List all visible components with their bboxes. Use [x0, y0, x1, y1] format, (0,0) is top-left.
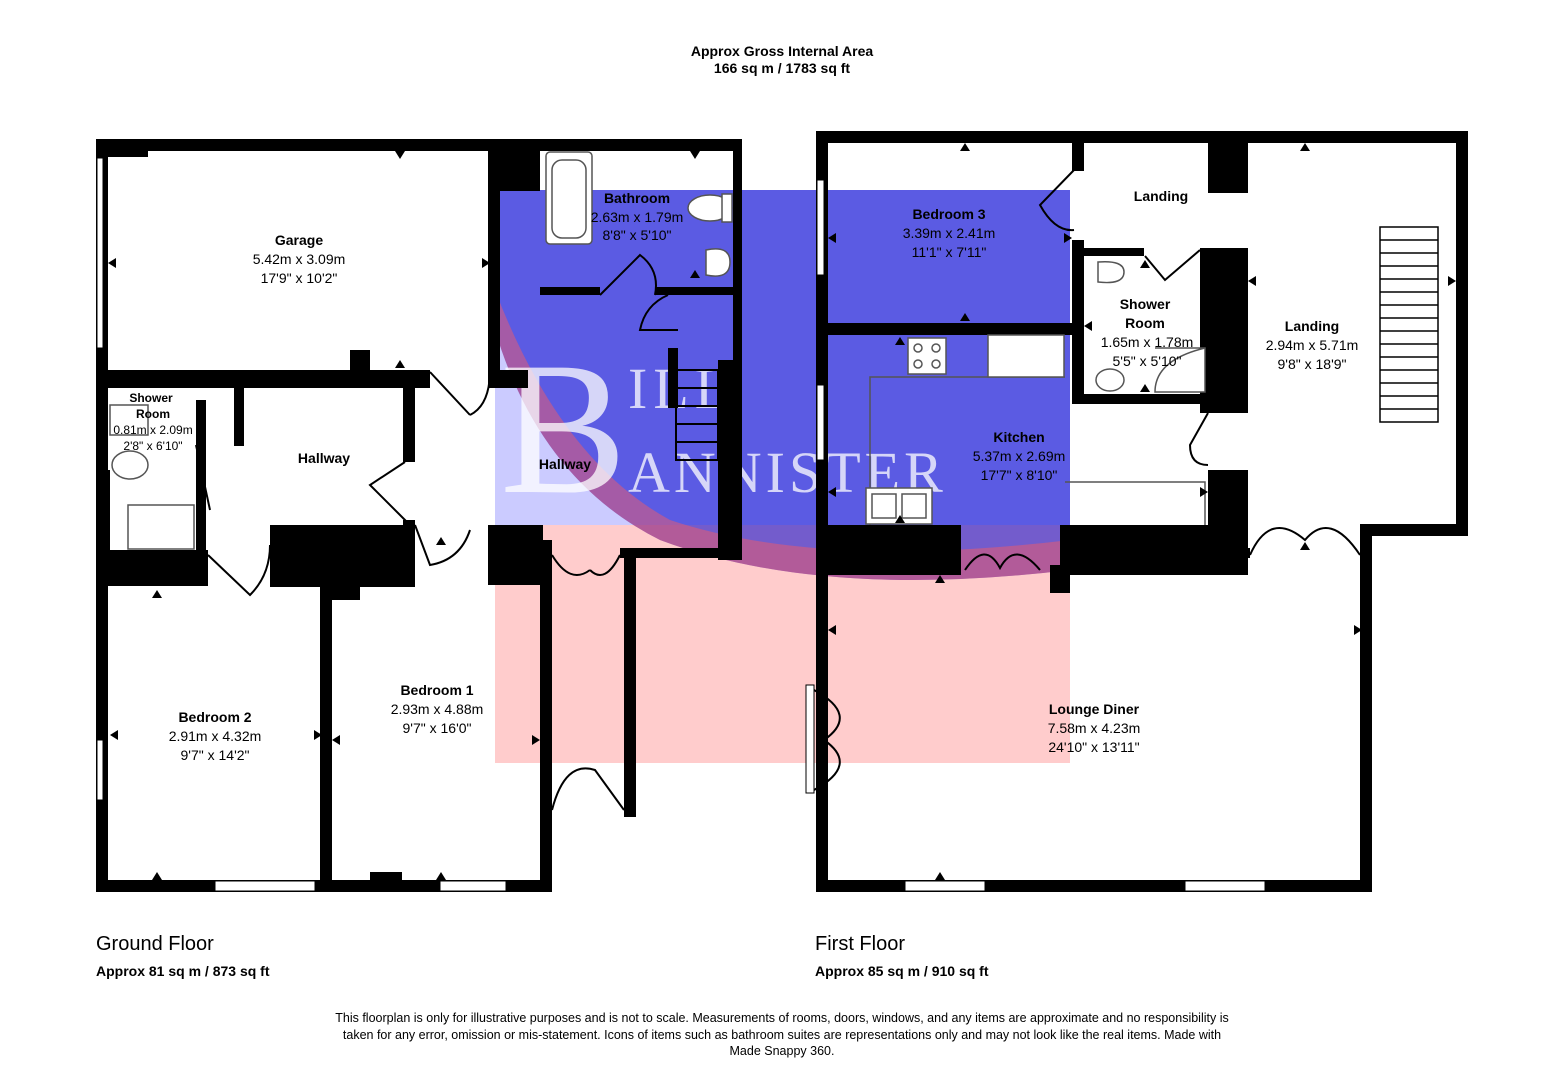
lounge-diner-name: Lounge Diner [1049, 701, 1140, 717]
bedroom3-metric: 3.39m x 2.41m [903, 225, 996, 241]
ff-shower-room-name1: Shower [1120, 296, 1171, 312]
bedroom2-imperial: 9'7" x 14'2" [181, 747, 250, 763]
bedroom3-name: Bedroom 3 [912, 206, 985, 222]
shower-tray [109, 404, 149, 436]
garage-name: Garage [275, 232, 323, 248]
landing-name: Landing [1285, 318, 1339, 334]
garage-imperial: 17'9" x 10'2" [261, 270, 338, 286]
gf-shower-room-metric: 0.81m x 2.09m [113, 423, 192, 437]
sink [705, 248, 731, 277]
landing-top-name: Landing [1134, 188, 1188, 204]
landing-imperial: 9'8" x 18'9" [1278, 356, 1347, 372]
first-floor-windows [805, 179, 1266, 892]
bedroom2-metric: 2.91m x 4.32m [169, 728, 262, 744]
bathroom-name: Bathroom [604, 190, 670, 206]
watermark-logo: B ILL ANNISTER [495, 190, 1070, 763]
first-floor-title: First Floor [815, 933, 905, 955]
gf-shower-room-name2: Room [136, 407, 170, 421]
ground-floor-labels: Garage 5.42m x 3.09m 17'9" x 10'2" Bathr… [113, 190, 683, 763]
kitchen-metric: 5.37m x 2.69m [973, 448, 1066, 464]
ground-floor-walls [96, 139, 742, 892]
hob [907, 337, 947, 375]
bedroom1-imperial: 9'7" x 16'0" [403, 720, 472, 736]
ground-floor-dimension-arrows [108, 151, 700, 880]
bathroom-metric: 2.63m x 1.79m [591, 209, 684, 225]
gf-shower-room-imperial: 2'8" x 6'10" [123, 439, 182, 453]
landing-stairs [1379, 226, 1439, 423]
gf-hallway-right-name: Hallway [539, 456, 591, 472]
ground-floor-title: Ground Floor [96, 933, 214, 955]
first-floor-doors [813, 169, 1361, 791]
first-floor-labels: Bedroom 3 3.39m x 2.41m 11'1" x 7'11" La… [903, 188, 1359, 755]
first-floor-walls [816, 131, 1468, 892]
ff-shower-room-metric: 1.65m x 1.78m [1101, 334, 1194, 350]
bedroom3-imperial: 11'1" x 7'11" [912, 244, 987, 260]
watermark-blue-shape [495, 190, 1070, 580]
shower-basin [127, 504, 195, 550]
bedroom1-name: Bedroom 1 [400, 682, 473, 698]
kitchen-fixtures [865, 260, 1206, 525]
shower-room-toilet [1095, 368, 1125, 392]
landing-metric: 2.94m x 5.71m [1266, 337, 1359, 353]
watermark-initial: B [500, 324, 627, 534]
bedroom2-name: Bedroom 2 [178, 709, 251, 725]
ground-floor-doors [195, 253, 678, 811]
ground-floor-area: Approx 81 sq m / 873 sq ft [96, 963, 270, 979]
first-floor-dimension-arrows [828, 143, 1456, 880]
bathroom-imperial: 8'8" x 5'10" [603, 227, 672, 243]
kitchen-name: Kitchen [993, 429, 1044, 445]
bathroom-fixtures [109, 151, 733, 550]
disclaimer-text: This floorplan is only for illustrative … [335, 1011, 1229, 1058]
garage-metric: 5.42m x 3.09m [253, 251, 346, 267]
shower-toilet [111, 450, 149, 480]
ff-shower-room-name2: Room [1125, 315, 1165, 331]
gf-shower-room-name1: Shower [129, 391, 173, 405]
ff-shower-room-imperial: 5'5" x 5'10" [1113, 353, 1182, 369]
gross-area-value: 166 sq m / 1783 sq ft [713, 60, 851, 76]
gross-area-title: Approx Gross Internal Area [690, 43, 874, 59]
bedroom1-metric: 2.93m x 4.88m [391, 701, 484, 717]
ground-floor-windows [96, 157, 507, 892]
corner-shower [1154, 347, 1206, 393]
lounge-diner-metric: 7.58m x 4.23m [1048, 720, 1141, 736]
ground-floor-stairs [675, 369, 719, 461]
watermark-red-swoosh [495, 290, 1070, 580]
appliance [987, 334, 1065, 378]
first-floor-area: Approx 85 sq m / 910 sq ft [815, 963, 989, 979]
shower-room-sink [1097, 260, 1125, 284]
gf-hallway-left-name: Hallway [298, 450, 350, 466]
kitchen-imperial: 17'7" x 8'10" [981, 467, 1058, 483]
lounge-diner-imperial: 24'10" x 13'11" [1048, 739, 1139, 755]
